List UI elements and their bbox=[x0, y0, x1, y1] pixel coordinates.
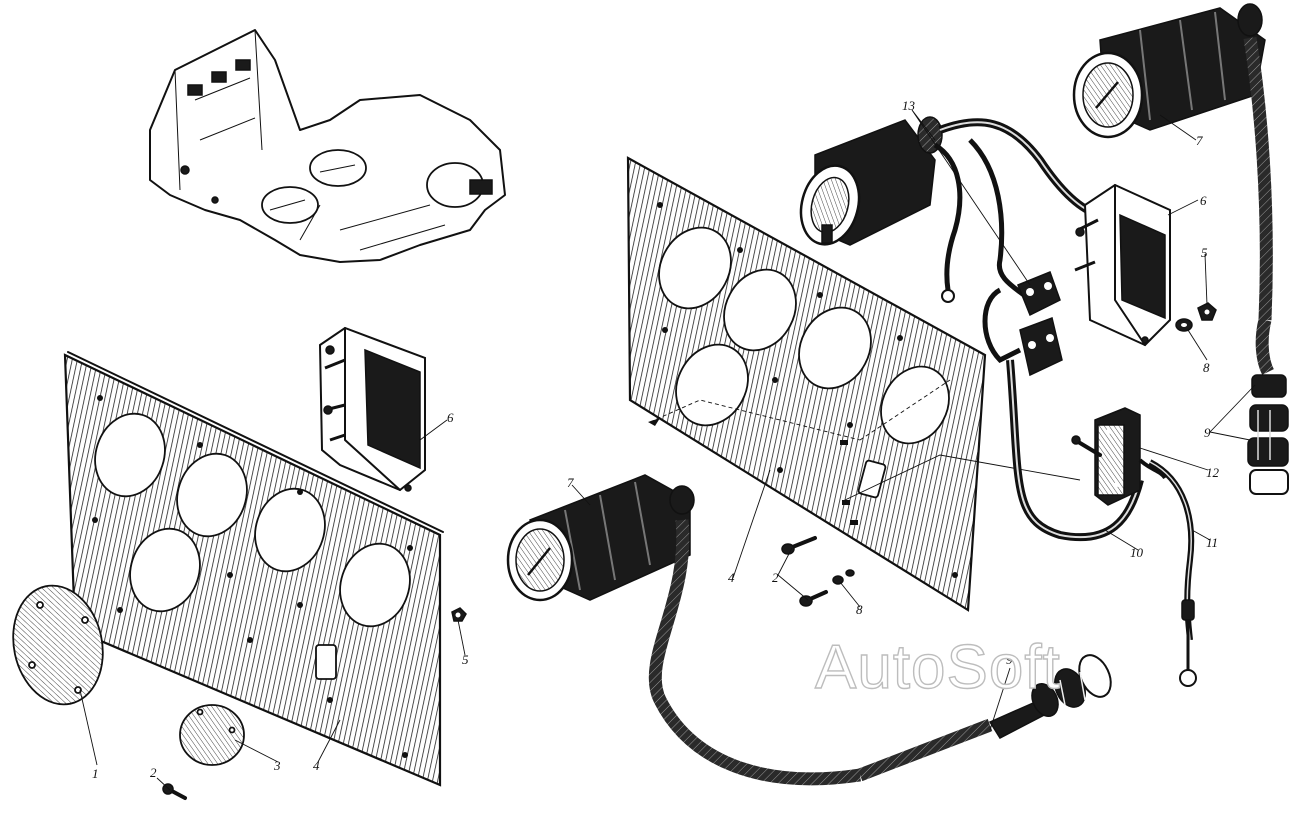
sensor-unit bbox=[799, 116, 943, 246]
callout-13: 13 bbox=[902, 98, 916, 113]
callout-12: 12 bbox=[1206, 465, 1220, 480]
relay-box-left bbox=[318, 326, 426, 492]
nut-right bbox=[1197, 302, 1217, 321]
terminal-block-lower bbox=[1019, 316, 1063, 377]
instrument-panel-right bbox=[626, 156, 1081, 612]
engine-housing-illustration bbox=[149, 29, 506, 263]
connector-plug-bottom bbox=[988, 654, 1112, 739]
callout-4-left: 4 bbox=[313, 758, 320, 773]
callout-9-right: 9 bbox=[1204, 425, 1211, 440]
nut-left bbox=[451, 607, 467, 622]
connector-plug-right bbox=[1247, 318, 1289, 495]
callout-7-top: 7 bbox=[1196, 133, 1203, 148]
gauge-bottom bbox=[506, 474, 993, 786]
callout-11: 11 bbox=[1206, 535, 1218, 550]
wiring-harness bbox=[933, 118, 1144, 542]
terminal-block-upper bbox=[1017, 271, 1061, 317]
instrument-panel-left bbox=[63, 351, 444, 787]
screw-bottom bbox=[162, 783, 187, 800]
callout-2-middle: 2 bbox=[772, 570, 779, 585]
washers-middle bbox=[832, 569, 855, 585]
toggle-switch bbox=[1071, 407, 1141, 506]
callout-7-bottom: 7 bbox=[567, 475, 574, 490]
callout-10: 10 bbox=[1130, 545, 1144, 560]
callout-numbers: 1 2 3 4 5 6 7 4 2 8 9 10 11 12 9 8 5 6 7… bbox=[92, 98, 1220, 781]
cover-plate-large bbox=[12, 584, 104, 706]
callout-9-bottom: 9 bbox=[1006, 652, 1013, 667]
callout-6-left: 6 bbox=[447, 410, 454, 425]
relay-box-right bbox=[1074, 183, 1171, 347]
callout-8-middle: 8 bbox=[856, 602, 863, 617]
callout-2-bottom: 2 bbox=[150, 765, 157, 780]
screws-middle bbox=[781, 536, 828, 607]
wire-11 bbox=[1148, 459, 1197, 687]
callout-3: 3 bbox=[273, 758, 281, 773]
callout-4-right: 4 bbox=[728, 570, 735, 585]
wire-10 bbox=[1138, 458, 1167, 480]
callout-1: 1 bbox=[92, 766, 99, 781]
callout-6-right: 6 bbox=[1200, 193, 1207, 208]
callout-8-right: 8 bbox=[1203, 360, 1210, 375]
gauge-top bbox=[1072, 3, 1273, 321]
washer-right bbox=[1175, 318, 1193, 332]
cover-plate-small bbox=[179, 704, 245, 766]
watermark-text: AutoSoft bbox=[815, 633, 1061, 702]
callout-5-right: 5 bbox=[1201, 245, 1208, 260]
leader-lines bbox=[79, 109, 1256, 791]
callout-5-left: 5 bbox=[462, 652, 469, 667]
